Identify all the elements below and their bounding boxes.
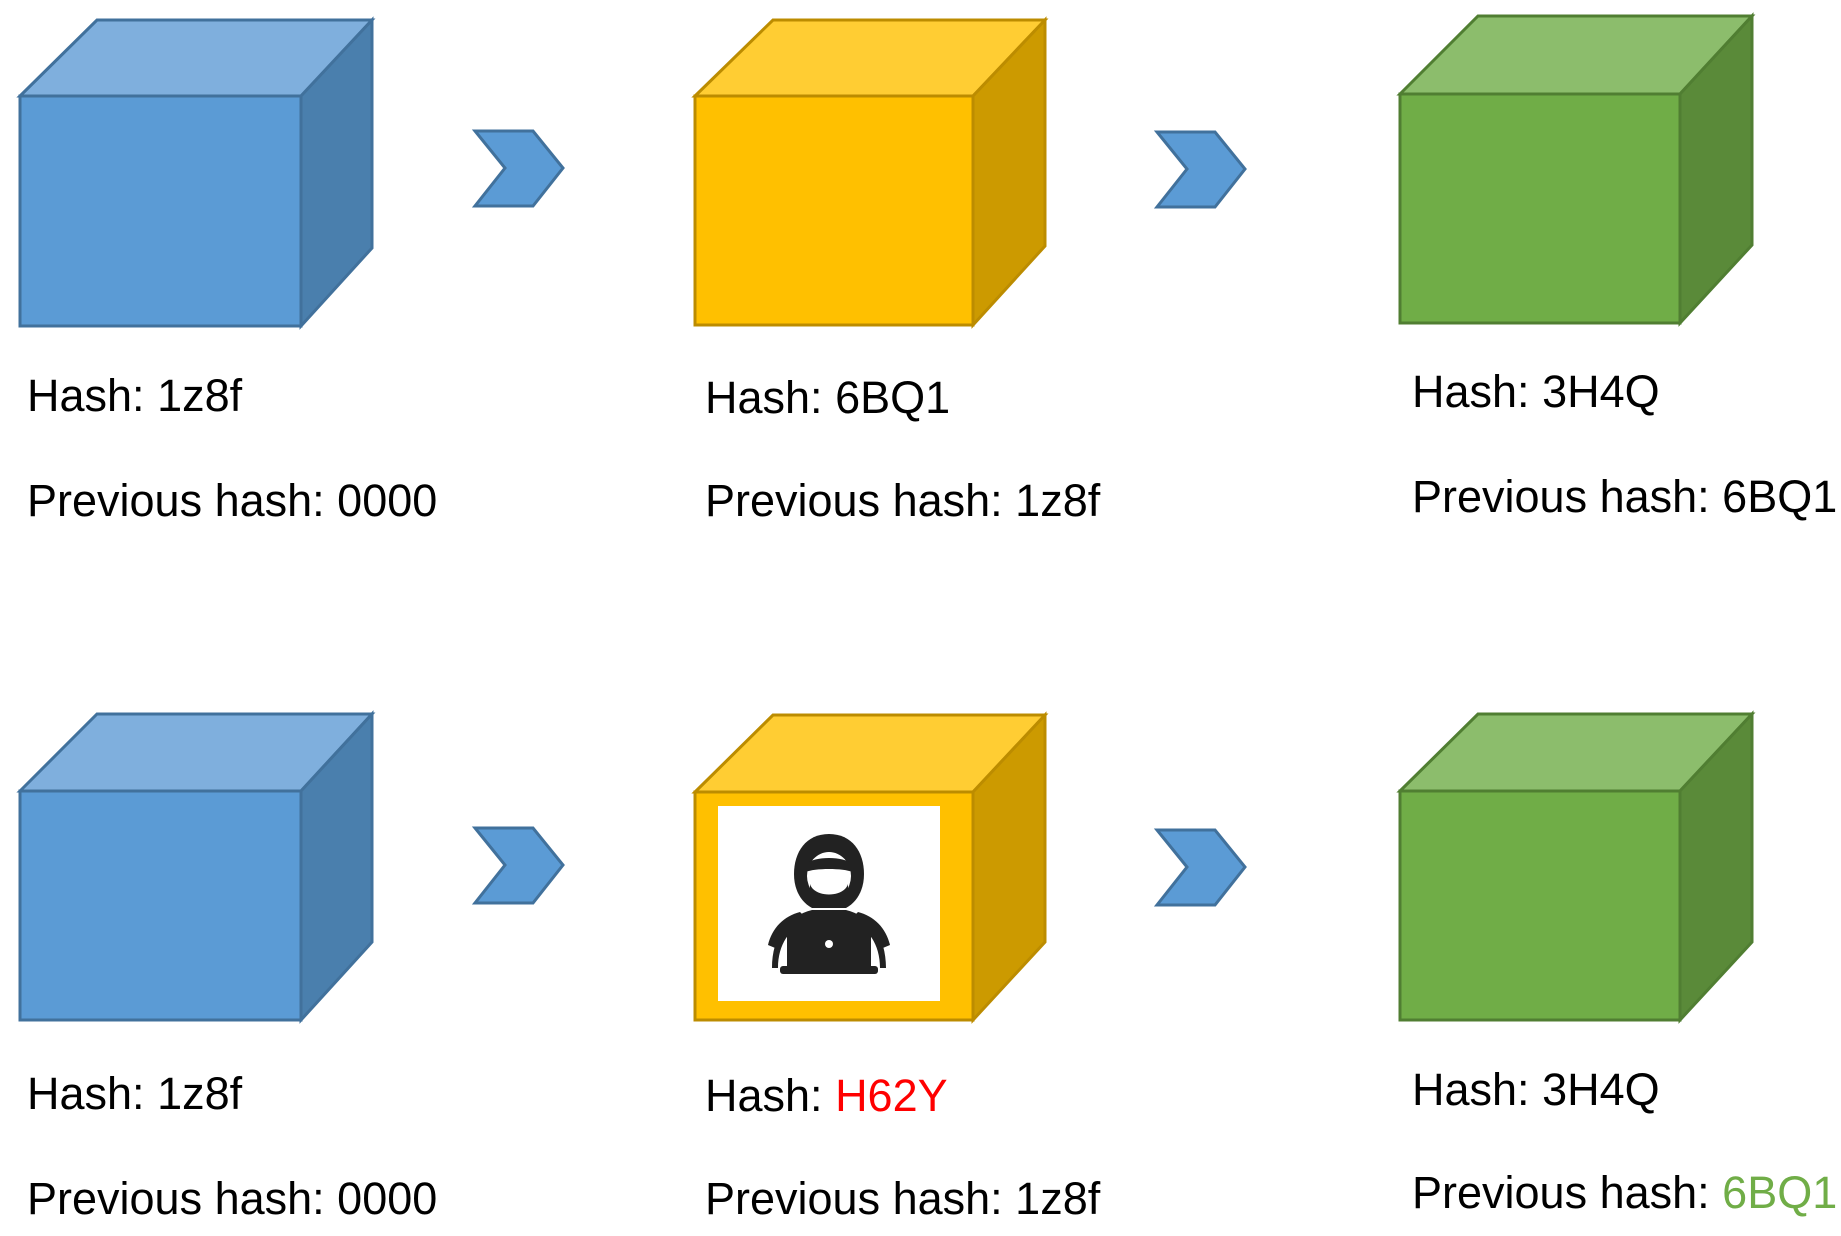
block-2-3-hash-value: 3H4Q (1542, 1064, 1660, 1115)
block-2-1-prev-hash-value: 0000 (337, 1173, 438, 1224)
block-1-2-prev-hash-value: 1z8f (1015, 475, 1101, 526)
block-2-3-prev-hash-value: 6BQ1 (1722, 1167, 1838, 1218)
block-1-2-hash-value: 6BQ1 (835, 372, 951, 423)
block-2-3-prev-hash-label: Previous hash: 6BQ1 (1412, 1167, 1838, 1218)
hacker-icon (768, 834, 890, 974)
block-2-2-prev-hash-label: Previous hash: 1z8f (705, 1173, 1101, 1224)
block-1-3-hash-value: 3H4Q (1542, 366, 1660, 417)
block-1-3-prev-hash-label: Previous hash: 6BQ1 (1412, 471, 1838, 522)
block-1-1-hash-label: Hash: 1z8f (27, 370, 243, 421)
block-2-1-prev-hash-label: Previous hash: 0000 (27, 1173, 438, 1224)
block-1-3-prev-hash-value: 6BQ1 (1722, 471, 1838, 522)
block-1-2-cube (691, 16, 1049, 329)
block-2-2-hash-value: H62Y (835, 1070, 948, 1121)
chain-arrow-1-2 (1153, 130, 1247, 209)
block-2-3-cube (1396, 710, 1756, 1024)
block-1-1-hash-value: 1z8f (157, 370, 243, 421)
chain-arrow-2-2 (1153, 828, 1247, 907)
block-2-2-hash-label: Hash: H62Y (705, 1070, 948, 1121)
block-2-1-hash-value: 1z8f (157, 1068, 243, 1119)
block-1-1-cube (16, 16, 376, 330)
block-2-2-cube (691, 711, 1049, 1024)
block-1-3-cube (1396, 12, 1756, 327)
chain-arrow-2-1 (471, 826, 565, 905)
chain-arrow-1-1 (471, 129, 565, 208)
block-2-3-hash-label: Hash: 3H4Q (1412, 1064, 1660, 1115)
block-1-2-hash-label: Hash: 6BQ1 (705, 372, 951, 423)
block-2-2-prev-hash-value: 1z8f (1015, 1173, 1101, 1224)
block-2-1-hash-label: Hash: 1z8f (27, 1068, 243, 1119)
block-1-1-prev-hash-value: 0000 (337, 475, 438, 526)
block-1-1-prev-hash-label: Previous hash: 0000 (27, 475, 438, 526)
block-1-2-prev-hash-label: Previous hash: 1z8f (705, 475, 1101, 526)
block-2-1-cube (16, 710, 376, 1024)
block-1-3-hash-label: Hash: 3H4Q (1412, 366, 1660, 417)
